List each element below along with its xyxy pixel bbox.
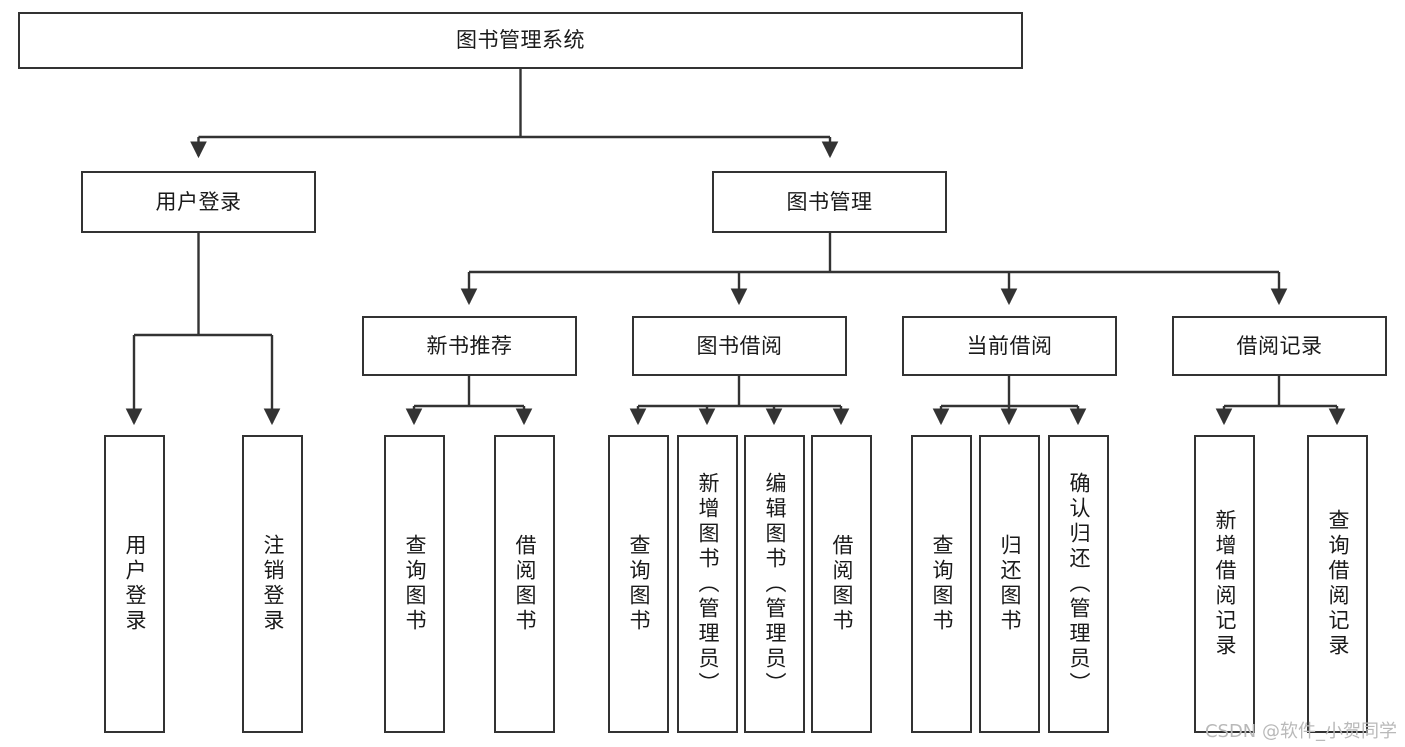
node-root-label: 图书管理系统 [456, 28, 585, 53]
node-leaf-recommend-borrow-book[interactable]: 借阅图书 [494, 435, 555, 733]
node-book-borrow-label: 图书借阅 [696, 333, 783, 358]
node-user-login-label: 用户登录 [155, 189, 242, 214]
node-leaf-confirm-return-admin-label: 确认归还（管理员） [1067, 471, 1091, 697]
node-borrow-record-label: 借阅记录 [1236, 333, 1323, 358]
node-current-borrow-label: 当前借阅 [966, 333, 1053, 358]
node-leaf-add-borrow-record-label: 新增借阅记录 [1213, 509, 1237, 659]
node-leaf-query-borrow-record[interactable]: 查询借阅记录 [1307, 435, 1368, 733]
node-leaf-borrow-book[interactable]: 借阅图书 [811, 435, 872, 733]
node-leaf-edit-book-admin-label: 编辑图书（管理员） [763, 471, 787, 697]
node-leaf-borrow-book-label: 借阅图书 [830, 534, 854, 634]
node-leaf-borrow-query-book[interactable]: 查询图书 [608, 435, 669, 733]
node-leaf-return-book[interactable]: 归还图书 [979, 435, 1040, 733]
node-leaf-user-login-label: 用户登录 [123, 534, 147, 634]
node-leaf-borrow-query-book-label: 查询图书 [627, 534, 651, 634]
node-current-borrow[interactable]: 当前借阅 [902, 316, 1117, 376]
node-leaf-confirm-return-admin[interactable]: 确认归还（管理员） [1048, 435, 1109, 733]
node-book-borrow[interactable]: 图书借阅 [632, 316, 847, 376]
node-leaf-return-book-label: 归还图书 [998, 534, 1022, 634]
node-leaf-recommend-query-book-label: 查询图书 [403, 534, 427, 634]
node-leaf-logout[interactable]: 注销登录 [242, 435, 303, 733]
node-book-manage-label: 图书管理 [786, 189, 873, 214]
node-new-book-recommend[interactable]: 新书推荐 [362, 316, 577, 376]
node-leaf-query-borrow-record-label: 查询借阅记录 [1326, 509, 1350, 659]
node-leaf-logout-label: 注销登录 [261, 534, 285, 634]
node-user-login[interactable]: 用户登录 [81, 171, 316, 233]
node-leaf-recommend-query-book[interactable]: 查询图书 [384, 435, 445, 733]
node-leaf-add-book-admin[interactable]: 新增图书（管理员） [677, 435, 738, 733]
node-leaf-recommend-borrow-book-label: 借阅图书 [513, 534, 537, 634]
node-borrow-record[interactable]: 借阅记录 [1172, 316, 1387, 376]
node-leaf-current-query-book-label: 查询图书 [930, 534, 954, 634]
node-leaf-user-login[interactable]: 用户登录 [104, 435, 165, 733]
node-book-manage[interactable]: 图书管理 [712, 171, 947, 233]
node-new-book-recommend-label: 新书推荐 [426, 333, 513, 358]
node-leaf-add-borrow-record[interactable]: 新增借阅记录 [1194, 435, 1255, 733]
node-leaf-edit-book-admin[interactable]: 编辑图书（管理员） [744, 435, 805, 733]
node-leaf-add-book-admin-label: 新增图书（管理员） [696, 471, 720, 697]
node-leaf-current-query-book[interactable]: 查询图书 [911, 435, 972, 733]
node-root[interactable]: 图书管理系统 [18, 12, 1023, 69]
